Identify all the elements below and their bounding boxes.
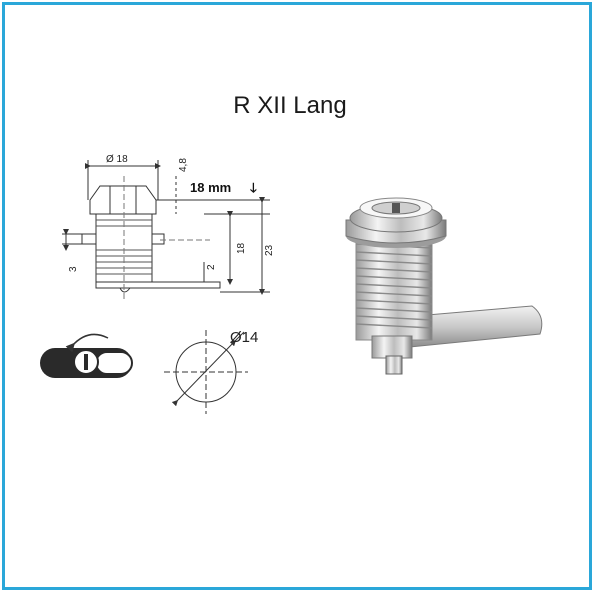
dim-hole: Ø14: [230, 329, 258, 346]
dim-4-8: 4,8: [178, 158, 189, 172]
dim-diameter-top: Ø 18: [106, 154, 128, 165]
rotation-symbol-icon: [40, 333, 133, 378]
dim-2: 2: [206, 264, 217, 270]
mounting-hole-icon: [164, 330, 248, 414]
product-title: R XII Lang: [233, 92, 347, 119]
dim-length-label: 18 mm: [190, 180, 231, 195]
dim-18-vertical: 18: [236, 242, 247, 254]
dim-23-vertical: 23: [264, 244, 275, 256]
side-view-drawing: [62, 160, 270, 300]
image-frame: [2, 2, 592, 590]
dim-3: 3: [68, 266, 79, 272]
product-photo-cam-lock: [345, 197, 543, 375]
down-arrow-icon: 🡓: [250, 180, 257, 195]
